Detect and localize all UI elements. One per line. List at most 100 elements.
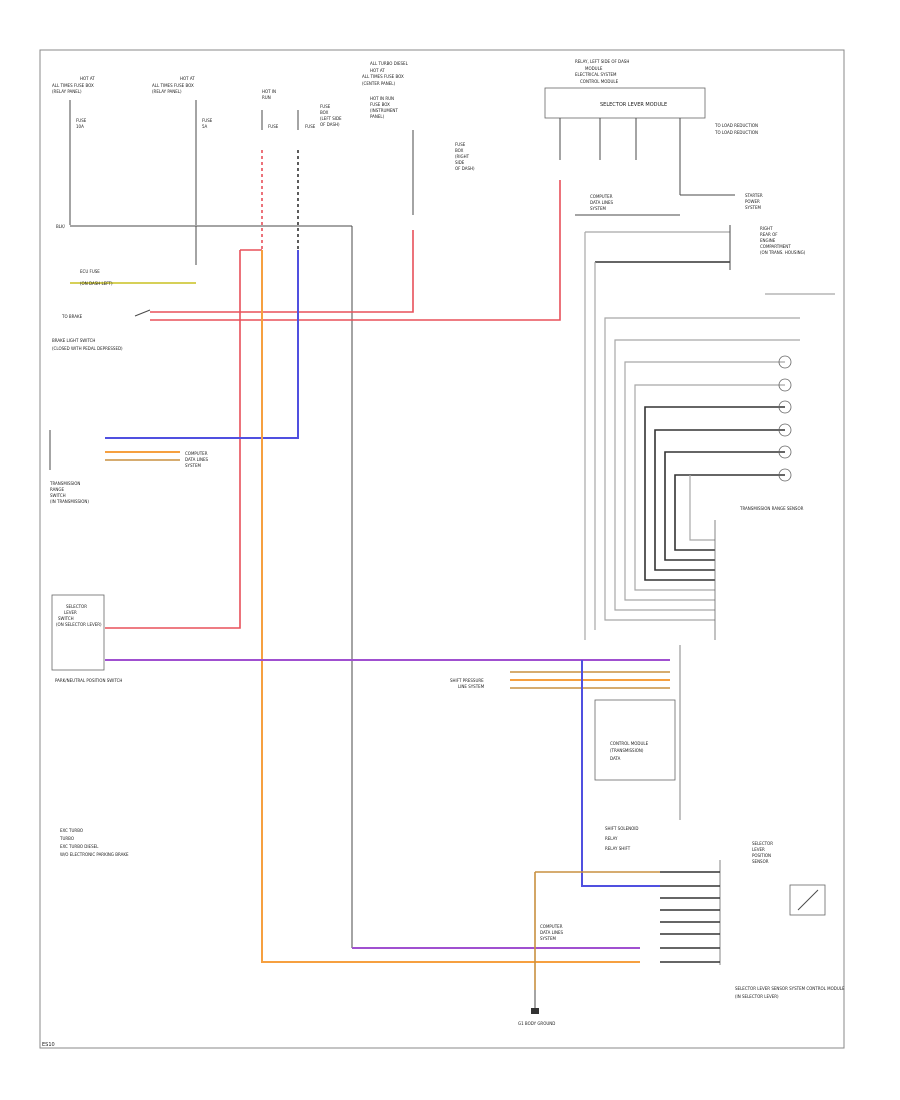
svg-text:(ON DASH LEFT): (ON DASH LEFT) [80, 281, 113, 286]
svg-text:SYSTEM: SYSTEM [590, 206, 606, 211]
svg-text:ECU FUSE: ECU FUSE [80, 269, 100, 274]
bottom-module: SHIFT SOLENOID RELAY RELAY SHIFT COMPUTE… [540, 826, 845, 999]
brake-switch-label: BRAKE LIGHT SWITCH [52, 338, 95, 343]
svg-text:(CENTER PANEL): (CENTER PANEL) [362, 81, 396, 86]
svg-text:STARTER: STARTER [745, 193, 763, 198]
bottom-module-label: SELECTOR LEVER SENSOR SYSTEM CONTROL MOD… [735, 986, 845, 991]
ground-symbol: G1 BODY GROUND [518, 990, 555, 1026]
svg-text:SELECTOR: SELECTOR [66, 604, 87, 609]
svg-text:HOT AT: HOT AT [370, 68, 385, 73]
svg-text:CONTROL MODULE: CONTROL MODULE [580, 79, 619, 84]
svg-text:RIGHT: RIGHT [760, 226, 773, 231]
svg-text:RUN: RUN [262, 95, 271, 100]
svg-text:10A: 10A [76, 124, 84, 129]
diagram-frame [39, 49, 845, 1049]
svg-text:SYSTEM: SYSTEM [185, 463, 201, 468]
top-module-box [544, 87, 706, 119]
svg-text:DATA LINES: DATA LINES [590, 200, 614, 205]
svg-text:(LEFT SIDE: (LEFT SIDE [320, 116, 342, 121]
svg-text:FUSE BOX: FUSE BOX [370, 102, 390, 107]
svg-text:DATA LINES: DATA LINES [185, 457, 209, 462]
svg-text:BOX: BOX [320, 110, 329, 115]
svg-text:COMPUTER: COMPUTER [540, 924, 563, 929]
svg-text:FUSE: FUSE [202, 118, 213, 123]
svg-text:PANEL): PANEL) [370, 114, 385, 119]
svg-text:(ON TRANS. HOUSING): (ON TRANS. HOUSING) [760, 250, 806, 255]
svg-text:RELAY, LEFT SIDE OF DASH: RELAY, LEFT SIDE OF DASH [575, 59, 629, 64]
svg-text:SELECTOR: SELECTOR [752, 841, 773, 846]
page-id: ES10 [42, 1042, 55, 1048]
svg-text:OF DASH): OF DASH) [320, 122, 340, 127]
svg-text:ALL TIMES FUSE BOX: ALL TIMES FUSE BOX [52, 83, 94, 88]
legend: EXC TURBO TURBO EXC TURBO DIESEL W/O ELE… [59, 828, 129, 857]
right-connector-bank: RIGHT REAR OF ENGINE COMPARTMENT (ON TRA… [575, 214, 835, 640]
hot-in-run-block: ALL TURBO DIESEL HOT AT ALL TIMES FUSE B… [362, 61, 475, 215]
bottom-module-icon [789, 884, 826, 916]
svg-text:POSITION: POSITION [752, 853, 771, 858]
svg-text:ENGINE: ENGINE [760, 238, 776, 243]
svg-text:LEVER: LEVER [64, 610, 77, 615]
top-module-label: SELECTOR LEVER MODULE [600, 102, 667, 108]
svg-text:HOT AT: HOT AT [80, 76, 95, 81]
svg-text:SWITCH: SWITCH [58, 616, 74, 621]
svg-text:HOT AT: HOT AT [180, 76, 195, 81]
svg-text:ELECTRICAL SYSTEM: ELECTRICAL SYSTEM [575, 72, 617, 77]
svg-text:RELAY SHIFT: RELAY SHIFT [605, 846, 631, 851]
selector-switch-box [51, 594, 105, 671]
svg-text:POWER: POWER [745, 199, 760, 204]
svg-text:SWITCH: SWITCH [50, 493, 66, 498]
svg-text:DATA LINES: DATA LINES [540, 930, 564, 935]
svg-text:BOX: BOX [455, 148, 464, 153]
svg-text:DATA: DATA [610, 756, 621, 761]
svg-text:FUSE: FUSE [76, 118, 87, 123]
svg-text:SHIFT PRESSURE: SHIFT PRESSURE [450, 678, 484, 683]
svg-text:CONTROL MODULE: CONTROL MODULE [610, 741, 649, 746]
svg-text:SYSTEM: SYSTEM [745, 205, 761, 210]
legend-item: W/O ELECTRONIC PARKING BRAKE [60, 852, 129, 857]
svg-text:ALL TURBO DIESEL: ALL TURBO DIESEL [370, 61, 409, 66]
svg-text:COMPUTER: COMPUTER [590, 194, 613, 199]
trans-range-label: TRANSMISSION RANGE SENSOR [739, 506, 804, 511]
svg-text:ALL TIMES FUSE BOX: ALL TIMES FUSE BOX [362, 74, 404, 79]
svg-text:(TRANSMISSION): (TRANSMISSION) [610, 748, 644, 753]
svg-text:(CLOSED WITH PEDAL DEPRESSED): (CLOSED WITH PEDAL DEPRESSED) [52, 346, 123, 351]
svg-text:ALL TIMES FUSE BOX: ALL TIMES FUSE BOX [152, 83, 194, 88]
svg-text:TRANSMISSION: TRANSMISSION [49, 481, 80, 486]
svg-text:SIDE: SIDE [455, 160, 465, 165]
svg-text:(IN TRANSMISSION): (IN TRANSMISSION) [50, 499, 89, 504]
center-module-box [594, 699, 676, 781]
svg-text:COMPARTMENT: COMPARTMENT [760, 244, 791, 249]
center-module: CONTROL MODULE (TRANSMISSION) DATA [594, 645, 681, 820]
svg-text:(RIGHT: (RIGHT [455, 154, 470, 159]
svg-text:TO LOAD REDUCTION: TO LOAD REDUCTION [714, 130, 758, 135]
svg-text:OF DASH): OF DASH) [455, 166, 475, 171]
legend-item: TURBO [59, 836, 74, 841]
svg-text:HOT IN: HOT IN [262, 89, 276, 94]
svg-text:MODULE: MODULE [585, 66, 603, 71]
colored-wires: SHIFT PRESSURE LINE SYSTEM [105, 150, 670, 990]
svg-text:LEVER: LEVER [752, 847, 765, 852]
svg-text:(RELAY PANEL): (RELAY PANEL) [52, 89, 82, 94]
left-components: ECU FUSE (ON DASH LEFT) TO BRAKE BRAKE L… [49, 226, 209, 683]
svg-text:TO LOAD REDUCTION: TO LOAD REDUCTION [714, 123, 758, 128]
legend-item: EXC TURBO DIESEL [60, 844, 99, 849]
svg-text:(IN SELECTOR LEVER): (IN SELECTOR LEVER) [735, 994, 779, 999]
svg-text:(ON SELECTOR LEVER): (ON SELECTOR LEVER) [56, 622, 102, 627]
svg-text:LINE SYSTEM: LINE SYSTEM [458, 684, 485, 689]
park-neutral-label: PARK/NEUTRAL POSITION SWITCH [55, 678, 122, 683]
svg-text:FUSE: FUSE [320, 104, 331, 109]
fuse-block-group: HOT AT ALL TIMES FUSE BOX (RELAY PANEL) … [52, 76, 353, 948]
svg-text:SENSOR: SENSOR [752, 859, 769, 864]
top-module: RELAY, LEFT SIDE OF DASH MODULE ELECTRIC… [544, 59, 763, 211]
svg-text:FUSE: FUSE [305, 124, 316, 129]
svg-text:SYSTEM: SYSTEM [540, 936, 556, 941]
svg-text:REAR OF: REAR OF [760, 232, 778, 237]
svg-text:RANGE: RANGE [50, 487, 64, 492]
svg-text:RELAY: RELAY [605, 836, 618, 841]
svg-text:COMPUTER: COMPUTER [185, 451, 208, 456]
svg-text:FUSE: FUSE [268, 124, 279, 129]
svg-text:(INSTRUMENT: (INSTRUMENT [370, 108, 398, 113]
svg-text:(RELAY PANEL): (RELAY PANEL) [152, 89, 182, 94]
ground-label: G1 BODY GROUND [518, 1021, 555, 1026]
